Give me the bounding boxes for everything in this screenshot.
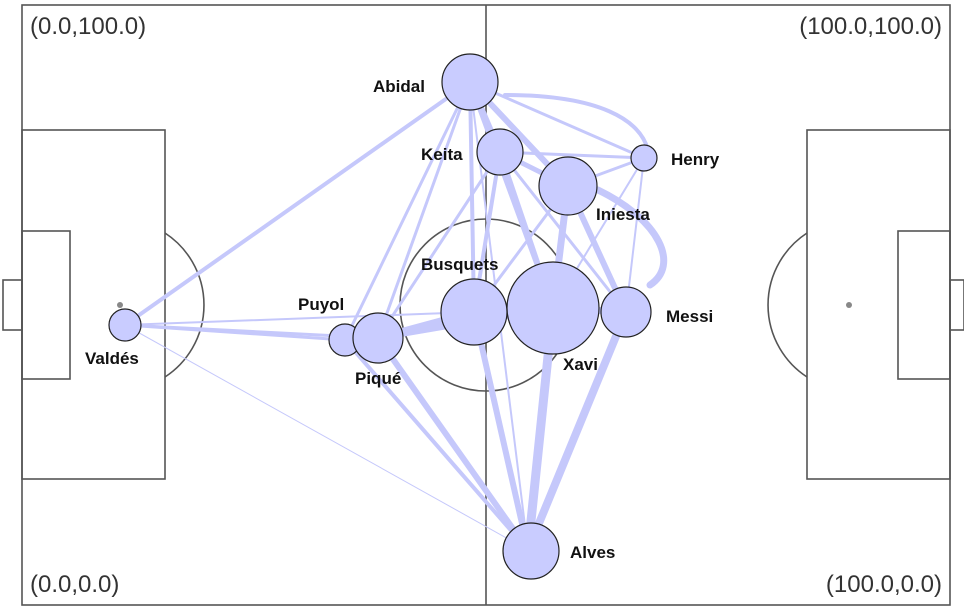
node-busquets[interactable] (440, 278, 508, 346)
edge-keita-henry (498, 150, 646, 160)
node-valdes[interactable] (108, 308, 142, 342)
right-penalty-box (806, 129, 951, 480)
node-iniesta[interactable] (538, 156, 598, 216)
label-iniesta: Iniesta (596, 205, 650, 224)
label-henry: Henry (671, 150, 720, 169)
edge-messi-keita (498, 150, 628, 314)
pitch (2, 4, 964, 606)
edge-puyol-alves (343, 338, 530, 552)
label-xavi: Xavi (563, 355, 598, 374)
edge-iniesta-messi-curve (594, 186, 668, 289)
node-pique[interactable] (352, 312, 404, 364)
label-valdes: Valdés (85, 349, 139, 368)
corner-bottom-left: (0.0,0.0) (30, 571, 119, 598)
label-messi: Messi (666, 307, 713, 326)
edge-henry-messi (625, 157, 645, 313)
label-alves: Alves (570, 543, 615, 562)
corner-bottom-right: (100.0,0.0) (826, 571, 942, 598)
label-pique: Piqué (355, 369, 401, 388)
edge-abidal-henry-curve (503, 93, 650, 152)
edge-puyol-abidal (343, 80, 472, 342)
corner-top-right: (100.0,100.0) (799, 13, 942, 40)
label-busquets: Busquets (421, 255, 498, 274)
node-messi[interactable] (600, 286, 652, 338)
edge-pique-alves (375, 335, 531, 553)
left-penalty-spot (117, 302, 123, 308)
label-keita: Keita (421, 145, 463, 164)
label-puyol: Puyol (298, 295, 344, 314)
edge-valdes-busquets (124, 311, 475, 326)
node-xavi[interactable] (506, 261, 600, 355)
edge-valdes-alves (124, 324, 529, 551)
player-nodes (108, 53, 658, 580)
edge-pique-abidal (376, 80, 472, 340)
right-penalty-spot (846, 302, 852, 308)
edge-pique-keita (376, 150, 502, 340)
node-alves[interactable] (502, 522, 560, 580)
left-penalty-box (21, 129, 166, 480)
right-penalty-arc (767, 232, 808, 378)
left-goal (2, 279, 23, 331)
edge-busquets-alves (471, 309, 531, 553)
left-six-yard-box (21, 230, 71, 380)
edge-busquets-abidal (468, 80, 476, 314)
corner-labels: (0.0,100.0) (100.0,100.0) (0.0,0.0) (100… (30, 13, 942, 598)
edge-valdes-abidal (123, 80, 472, 327)
node-henry[interactable] (630, 144, 658, 172)
right-goal (949, 279, 964, 331)
label-abidal: Abidal (373, 77, 425, 96)
left-penalty-arc (164, 232, 205, 378)
right-six-yard-box (897, 230, 951, 380)
edge-abidal-henry (468, 80, 646, 160)
player-labels: Abidal Keita Henry Iniesta Busquets Puyo… (85, 77, 720, 562)
node-abidal[interactable] (441, 53, 499, 111)
corner-top-left: (0.0,100.0) (30, 13, 146, 40)
edge-messi-alves (524, 308, 630, 554)
node-keita[interactable] (476, 128, 524, 176)
